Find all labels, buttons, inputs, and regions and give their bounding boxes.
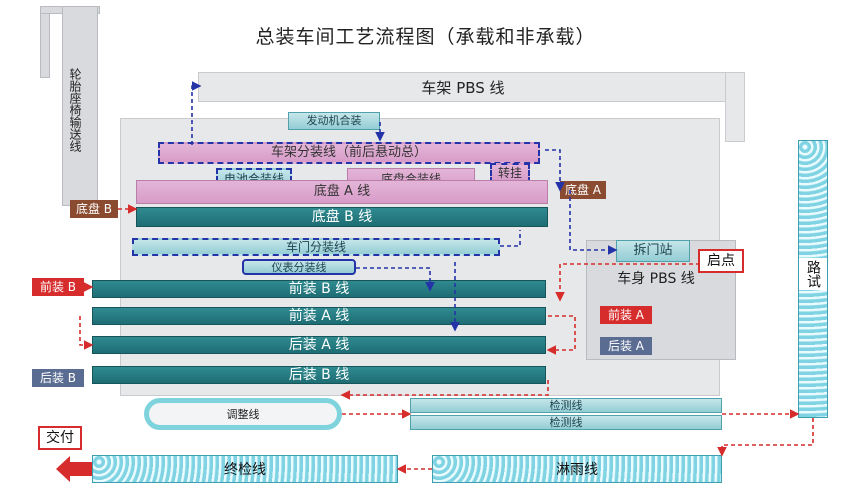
chassis-b-line: 底盘 B 线 (136, 207, 548, 227)
frame-pbs-label: 车架 PBS 线 (421, 79, 505, 97)
road-test-label: 路试 (799, 258, 827, 290)
final-check-line (92, 455, 398, 483)
frame-pbs-right-ext (725, 72, 745, 142)
body-pbs-label: 车身 PBS 线 (617, 271, 695, 287)
rain-test-label: 淋雨线 (556, 462, 598, 478)
adjust-line-label: 调整线 (226, 408, 260, 421)
inspection-line-2: 检测线 (410, 415, 722, 430)
rear-a-tag: 后装 A (600, 337, 652, 355)
chassis-a-line: 底盘 A 线 (136, 180, 548, 204)
start-point: 启点 (698, 249, 744, 273)
chassis-a-tag: 底盘 A (560, 181, 606, 199)
front-a-tag: 前装 A (600, 306, 652, 324)
tire-seat-conveyor-main (62, 6, 98, 206)
page-title: 总装车间工艺流程图（承载和非承载） (255, 26, 596, 48)
tire-seat-label: 轮胎座椅输送线 (68, 68, 82, 152)
door-removal-station: 拆门站 (616, 240, 690, 262)
front-b-tag: 前装 B (32, 278, 84, 296)
adjust-line-loop (144, 398, 342, 430)
delivery-point: 交付 (38, 426, 82, 450)
transfer-station: 转挂 (490, 163, 530, 183)
blue-flow-dash (356, 267, 435, 292)
red-flow-start (555, 263, 700, 302)
door-subassembly-line: 车门分装线 (132, 238, 500, 256)
blue-flow-body (569, 190, 618, 255)
chassis-b-tag: 底盘 B (70, 200, 118, 218)
rain-test-line (432, 455, 722, 483)
red-flow-a-to-b (546, 315, 576, 355)
rear-a-line: 后装 A 线 (92, 336, 546, 354)
red-flow-left (79, 316, 94, 350)
frame-subassembly-line: 车架分装线（前后悬动总） (158, 142, 540, 164)
engine-install-line: 发动机合装 (288, 112, 380, 130)
blue-flow-door (500, 230, 521, 247)
red-flow-road-rain (717, 418, 814, 457)
blue-flow-frame-right (545, 149, 565, 192)
rear-b-tag: 后装 B (32, 369, 84, 387)
dash-subassembly-line: 仪表分装线 (242, 259, 356, 275)
final-check-label: 终检线 (224, 462, 266, 478)
delivery-arrow (56, 456, 92, 482)
rear-b-line: 后装 B 线 (92, 366, 546, 384)
inspection-line-1: 检测线 (410, 398, 722, 413)
red-flow-to-adjust (340, 380, 549, 400)
blue-flow-frame (191, 81, 202, 145)
front-a-line: 前装 A 线 (92, 307, 546, 325)
